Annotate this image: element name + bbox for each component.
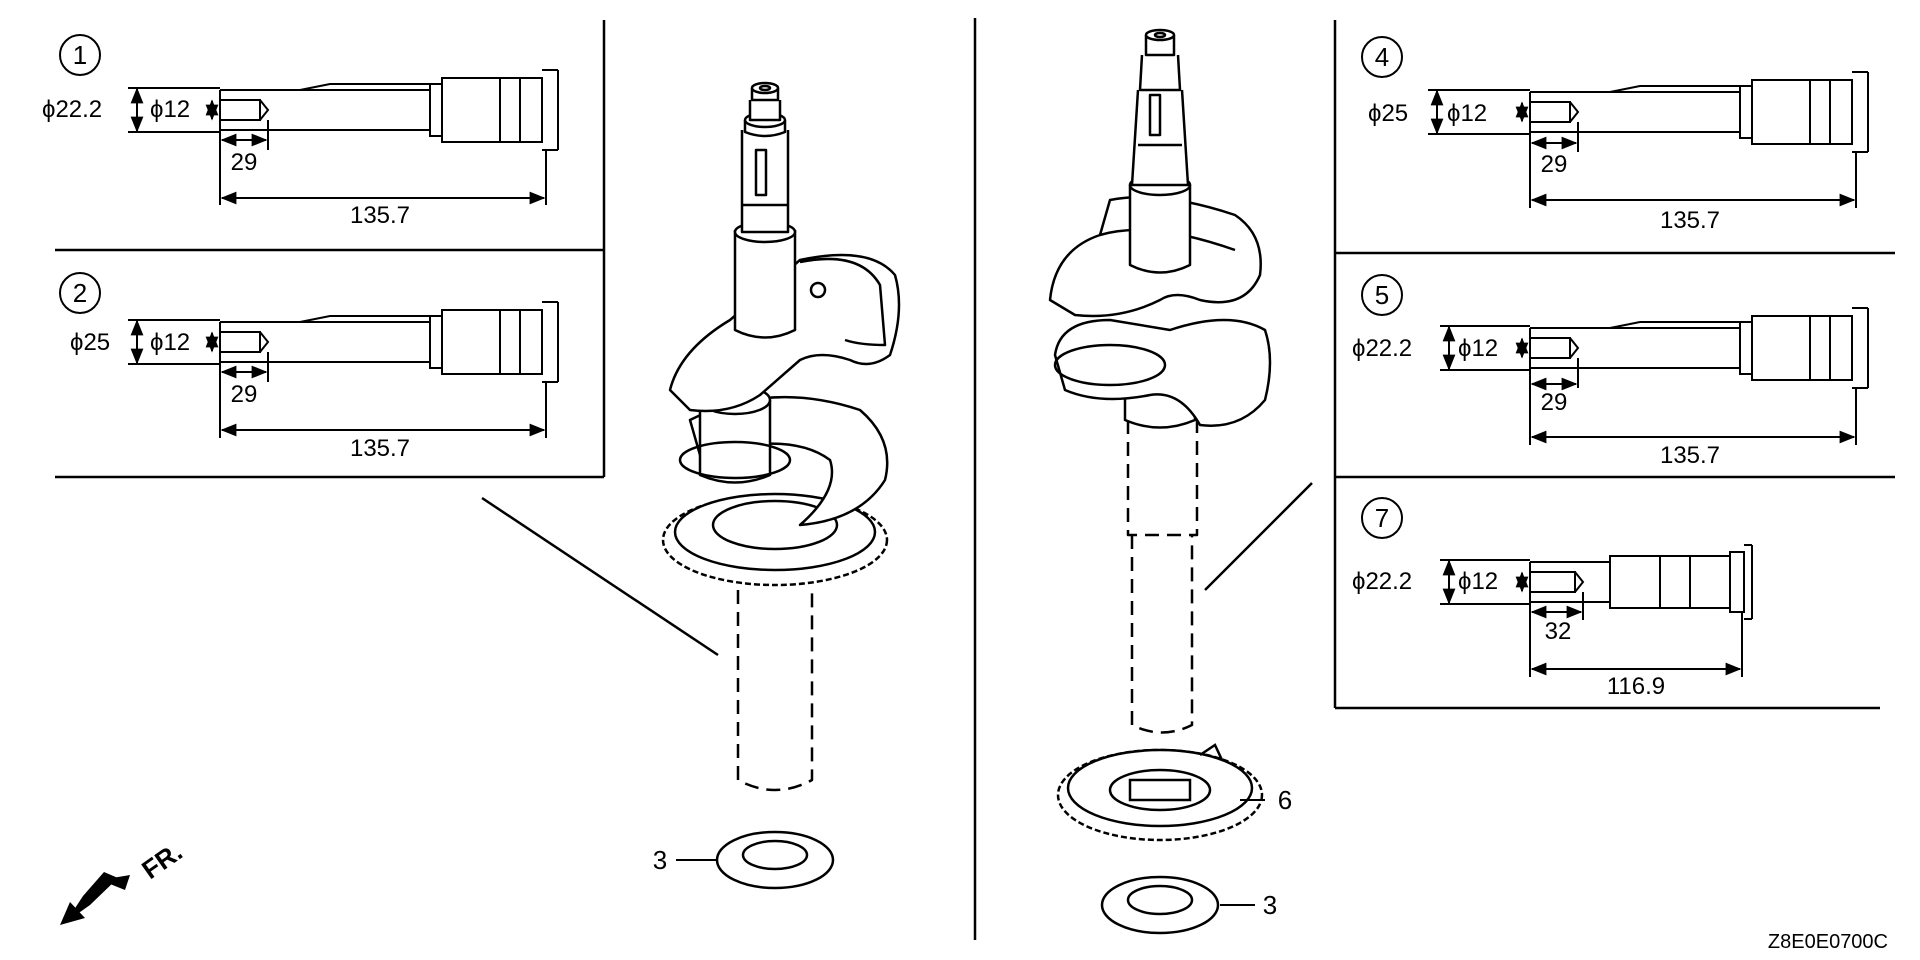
panel-2-inner-diameter: ϕ12 [150, 329, 190, 356]
shaft-drawing-5 [1440, 307, 1869, 445]
panel-5-outer-diameter: ϕ22.2 [1352, 335, 1412, 362]
panel-1: 1 ϕ22.2 ϕ12 29 135.7 [42, 34, 559, 229]
drawing-code: Z8E0E0700C [1768, 931, 1888, 953]
panel-2-number: 2 [73, 278, 87, 308]
panel-7-length: 116.9 [1607, 673, 1665, 700]
gear-right [1056, 743, 1264, 842]
panel-1-length: 135.7 [350, 202, 410, 229]
crankshaft-right [1048, 28, 1272, 734]
panel-5-inner-diameter: ϕ12 [1458, 335, 1498, 362]
panel-4-inner-diameter: ϕ12 [1447, 100, 1487, 127]
panel-1-number: 1 [73, 40, 87, 70]
shaft-drawing-2 [128, 301, 559, 438]
panel-1-number-circle [59, 34, 101, 76]
panel-2-number-circle [59, 272, 101, 314]
panel-4: 4 ϕ25 ϕ12 29 135.7 [1361, 36, 1869, 234]
panel-4-number-circle [1361, 36, 1403, 78]
panel-2-length: 135.7 [350, 435, 410, 462]
panel-5-number-circle [1361, 274, 1403, 316]
panel-1-hole-depth: 29 [231, 149, 258, 176]
panel-4-hole-depth: 29 [1541, 151, 1568, 178]
panel-5-length: 135.7 [1660, 442, 1720, 469]
panel-5: 5 ϕ22.2 ϕ12 29 135.7 [1352, 274, 1869, 469]
washer-right [1100, 875, 1220, 935]
panel-7-outer-diameter: ϕ22.2 [1352, 568, 1412, 595]
panel-7-number: 7 [1375, 503, 1389, 533]
shaft-drawing-7 [1440, 544, 1753, 677]
front-direction-arrow-icon [60, 872, 130, 925]
panel-7-hole-depth: 32 [1545, 618, 1572, 645]
panel-7: 7 ϕ22.2 ϕ12 32 116.9 [1352, 497, 1753, 700]
shaft-drawing-4 [1428, 71, 1869, 208]
crankshaft-left [661, 81, 901, 792]
panel-2: 2 ϕ25 ϕ12 29 135.7 [59, 272, 559, 462]
panel-4-outer-diameter: ϕ25 [1368, 100, 1408, 127]
panel-2-hole-depth: 29 [231, 381, 258, 408]
callout-3-left: 3 [653, 845, 667, 875]
panel-2-outer-diameter: ϕ25 [70, 329, 110, 356]
shaft-drawing-1 [128, 69, 559, 205]
panel-1-outer-diameter: ϕ22.2 [42, 96, 102, 123]
panel-1-inner-diameter: ϕ12 [150, 96, 190, 123]
washer-left [715, 830, 835, 890]
panel-5-number: 5 [1375, 280, 1389, 310]
callout-6: 6 [1278, 785, 1292, 815]
panel-5-hole-depth: 29 [1541, 389, 1568, 416]
panel-4-length: 135.7 [1660, 207, 1720, 234]
panel-4-number: 4 [1375, 42, 1389, 72]
callout-3-right: 3 [1263, 890, 1277, 920]
panel-7-inner-diameter: ϕ12 [1458, 568, 1498, 595]
panel-7-number-circle [1361, 497, 1403, 539]
front-direction-label: FR. [136, 836, 188, 885]
